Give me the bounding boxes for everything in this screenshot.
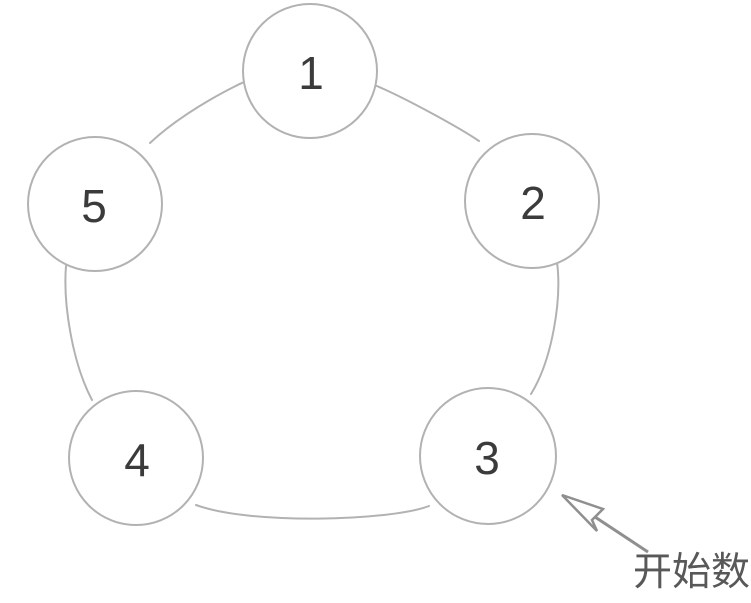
node-4[interactable]: 4 — [68, 390, 204, 526]
node-3-circle[interactable] — [419, 387, 557, 525]
start-annotation-arrow-icon — [561, 493, 649, 554]
node-5[interactable]: 5 — [27, 136, 163, 272]
node-4-label: 4 — [124, 434, 150, 486]
edge-5-1-arc — [149, 79, 250, 144]
edge-4-5-arc — [64, 265, 93, 401]
node-3-label: 3 — [474, 432, 500, 484]
annotation-arrow-head — [561, 493, 606, 532]
node-2-circle[interactable] — [464, 133, 600, 269]
edge-2-3-arc — [530, 261, 560, 395]
node-2-label: 2 — [520, 177, 546, 229]
annotation-arrow-shaft — [591, 513, 649, 554]
node-2[interactable]: 2 — [464, 133, 600, 269]
node-1-label: 1 — [298, 47, 324, 99]
node-1[interactable]: 1 — [242, 3, 378, 139]
start-annotation-label: 开始数 — [633, 551, 751, 594]
node-3[interactable]: 3 — [419, 387, 557, 525]
edge-3-4-arc — [195, 504, 430, 520]
node-1-circle[interactable] — [242, 3, 378, 139]
node-group: 1 2 3 4 5 — [27, 3, 600, 526]
start-annotation-label-wrapper: 开始数 — [633, 553, 750, 592]
edge-1-2-arc — [371, 83, 480, 142]
node-5-label: 5 — [81, 180, 107, 232]
node-5-circle[interactable] — [27, 136, 163, 272]
node-4-circle[interactable] — [68, 390, 204, 526]
